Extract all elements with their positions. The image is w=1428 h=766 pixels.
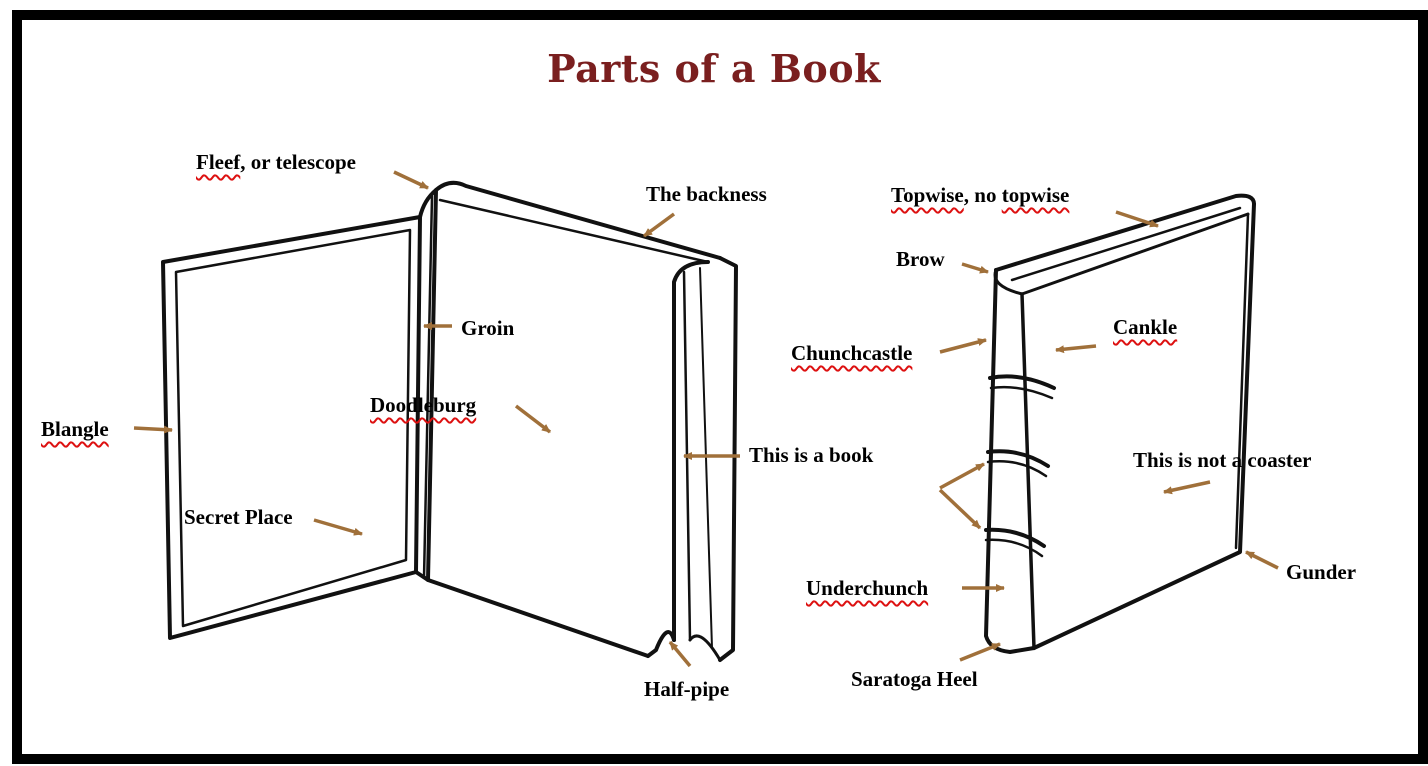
label-gunder: Gunder [1286, 560, 1357, 584]
diagram-title: Parts of a Book [547, 46, 881, 91]
arrow-secret-place [313, 518, 363, 536]
label-half-pipe: Half-pipe [644, 677, 730, 701]
arrow-not-coaster [1163, 480, 1211, 495]
arrow-topwise [1115, 210, 1159, 228]
arrow-backness [642, 212, 676, 238]
arrow-doodleburg [514, 404, 552, 434]
label-fleef: Fleef, or telescope [196, 150, 356, 174]
arrow-cankle [1055, 344, 1097, 354]
label-arrows [133, 170, 1279, 668]
arrow-gunder [1245, 550, 1279, 570]
label-brow: Brow [896, 247, 945, 271]
closed-book [984, 193, 1256, 654]
arrow-fleef [393, 170, 429, 190]
label-chunchcastle: Chunchcastle [791, 341, 913, 365]
label-this-is-a-book: This is a book [749, 443, 874, 467]
arrow-band-upper [939, 462, 985, 490]
open-book [161, 180, 738, 662]
label-underchunch: Underchunch [806, 576, 929, 600]
label-topwise: Topwise, no topwise [891, 183, 1070, 207]
label-groin: Groin [461, 316, 515, 340]
arrow-saratoga [959, 642, 1001, 662]
label-saratoga-heel: Saratoga Heel [851, 667, 978, 691]
label-backness: The backness [646, 182, 767, 206]
arrow-brow [961, 262, 989, 274]
arrow-band-lower [938, 488, 982, 530]
label-secret-place: Secret Place [184, 505, 293, 529]
arrow-blangle [133, 425, 173, 434]
label-this-is-not-a-coaster: This is not a coaster [1133, 448, 1312, 472]
arrow-half-pipe [668, 640, 692, 668]
label-doodleburg: Doodleburg [370, 393, 477, 417]
diagram-frame [12, 10, 1428, 764]
label-cankle: Cankle [1113, 315, 1178, 339]
arrow-chunchcastle [939, 338, 987, 354]
label-blangle: Blangle [41, 417, 109, 441]
